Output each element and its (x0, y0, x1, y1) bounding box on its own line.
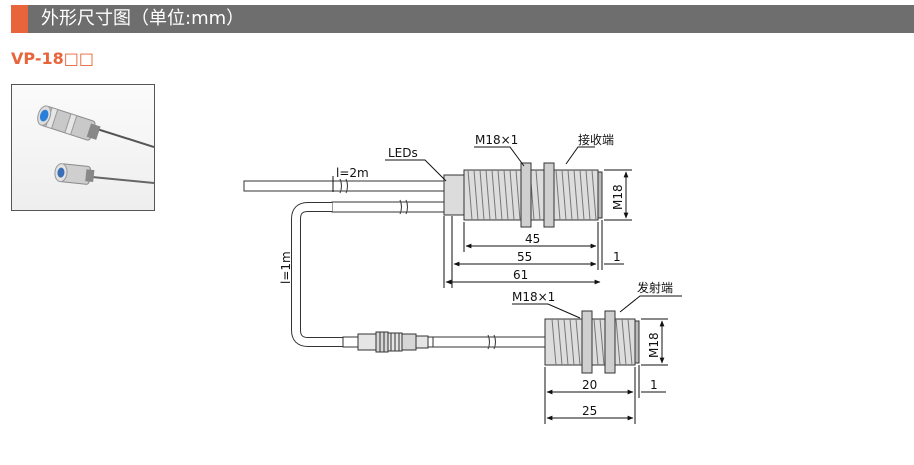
receiver-dim-1: 1 (613, 250, 621, 264)
receiver-dim-61: 61 (513, 268, 528, 282)
emitter-drawing: M18×1 发射端 M18 20 1 25 (512, 280, 682, 424)
receiver-m18-dim: M18 (611, 184, 625, 210)
receiver-end-label: 接收端 (578, 132, 614, 147)
receiver-thread-label: M18×1 (475, 133, 518, 147)
emitter-dim-25: 25 (582, 404, 597, 418)
header-bar: 外形尺寸图（单位:mm） (11, 5, 914, 33)
receiver-dim-45: 45 (525, 232, 540, 246)
emitter-dim-20: 20 (582, 378, 597, 392)
page-title: 外形尺寸图（单位:mm） (41, 8, 245, 29)
receiver-leds-label: LEDs (388, 146, 418, 160)
emitter-end-label: 发射端 (637, 280, 673, 295)
cable-connector (342, 331, 546, 353)
product-photo (11, 84, 155, 211)
sensor-photo-image (37, 105, 154, 185)
emitter-cable-length: l=1m (279, 251, 293, 284)
model-name: VP-18□□ (11, 49, 94, 68)
receiver-drawing: LEDs M18×1 接收端 l=2m M18 45 55 1 61 (243, 132, 632, 347)
emitter-dim-1: 1 (650, 378, 658, 392)
header-accent (11, 5, 28, 33)
receiver-dim-55: 55 (517, 250, 532, 264)
receiver-cable-length: l=2m (336, 166, 369, 180)
emitter-m18-dim: M18 (647, 332, 661, 358)
emitter-thread-label: M18×1 (512, 290, 555, 304)
